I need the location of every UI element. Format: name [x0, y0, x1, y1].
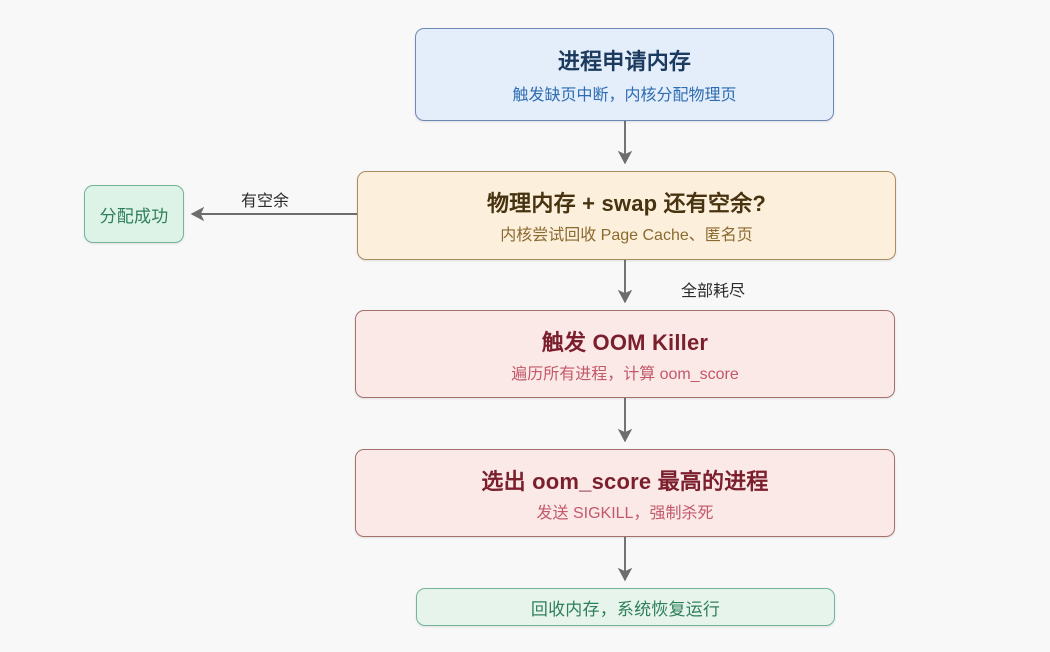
- node-title: 进程申请内存: [557, 49, 692, 74]
- node-subtitle: 触发缺页中断，内核分配物理页: [512, 87, 737, 104]
- edge-label-all-exhausted: 全部耗尽: [676, 276, 751, 302]
- node-title: 物理内存 + swap 还有空余?: [486, 191, 767, 216]
- edge-label-has-free-space: 有空余: [236, 186, 295, 212]
- node-title: 回收内存，系统恢复运行: [530, 599, 721, 619]
- node-subtitle: 遍历所有进程，计算 oom_score: [511, 365, 739, 383]
- node-allocation-success[interactable]: 分配成功: [84, 185, 184, 243]
- node-memory-swap-available-decision[interactable]: 物理内存 + swap 还有空余? 内核尝试回收 Page Cache、匿名页: [357, 171, 896, 260]
- node-subtitle: 发送 SIGKILL，强制杀死: [536, 504, 714, 522]
- node-process-requests-memory[interactable]: 进程申请内存 触发缺页中断，内核分配物理页: [415, 28, 834, 121]
- node-trigger-oom-killer[interactable]: 触发 OOM Killer 遍历所有进程，计算 oom_score: [355, 310, 895, 398]
- node-select-highest-oom-score-process[interactable]: 选出 oom_score 最高的进程 发送 SIGKILL，强制杀死: [355, 449, 895, 537]
- node-subtitle: 内核尝试回收 Page Cache、匿名页: [500, 227, 753, 244]
- node-title: 分配成功: [99, 206, 169, 226]
- node-reclaim-memory-system-recovers[interactable]: 回收内存，系统恢复运行: [416, 588, 835, 626]
- node-title: 选出 oom_score 最高的进程: [481, 468, 769, 494]
- node-title: 触发 OOM Killer: [541, 329, 709, 355]
